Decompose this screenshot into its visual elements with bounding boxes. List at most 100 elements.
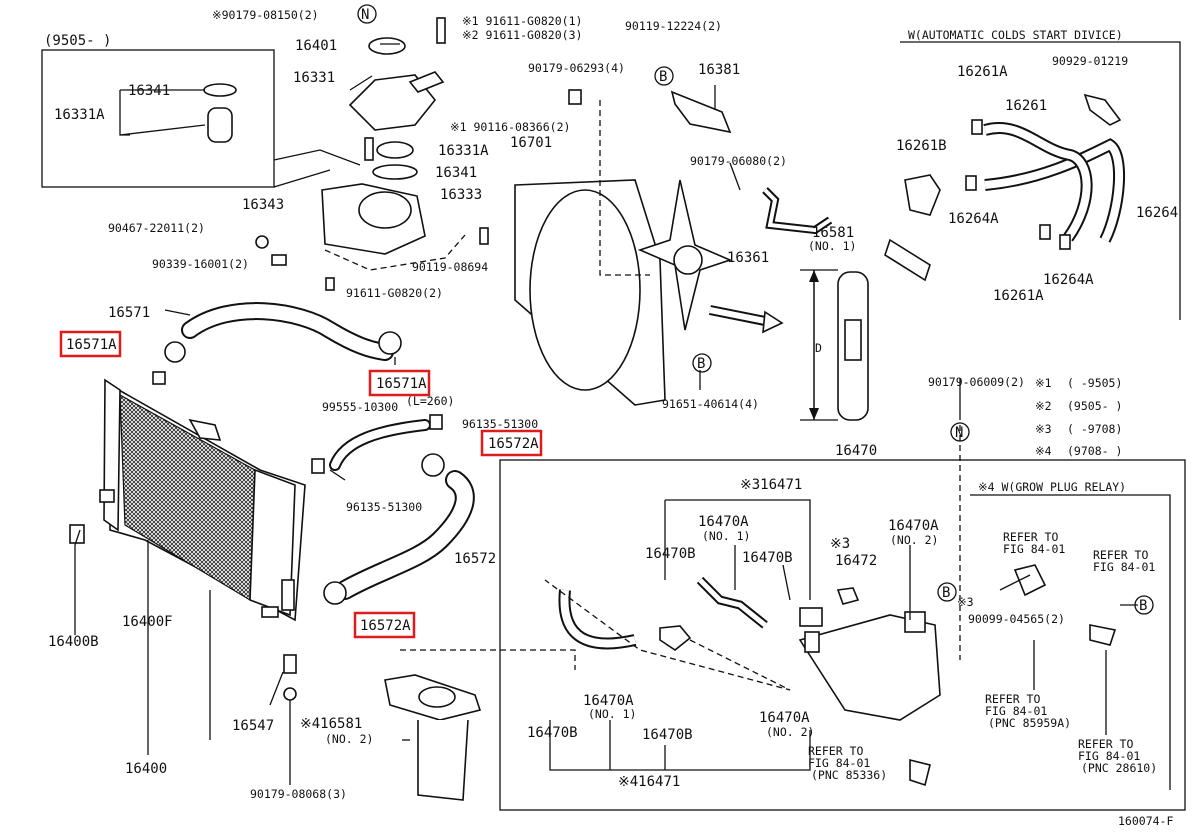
date-range-header: (9505- ) bbox=[44, 33, 111, 49]
label-90179-06293: 90179-06293(4) bbox=[528, 61, 625, 75]
note-2-mark: ※2 bbox=[1035, 399, 1052, 413]
label-16470B-low: 16470B bbox=[527, 725, 578, 741]
note-1-mark: ※1 bbox=[1035, 376, 1052, 390]
label-90179-08068: 90179-08068(3) bbox=[250, 787, 347, 801]
label-16400: 16400 bbox=[125, 761, 167, 777]
label-91611-g0820-3: ※2 91611-G0820(3) bbox=[462, 28, 582, 42]
refer-d-1: REFER TO bbox=[1078, 737, 1133, 751]
ref-b-tank: B bbox=[942, 585, 950, 601]
refer-a-1: REFER TO bbox=[1003, 530, 1058, 544]
refer-b-1: REFER TO bbox=[1093, 548, 1148, 562]
label-dimension-d: D bbox=[815, 341, 822, 355]
bypass-hose bbox=[311, 414, 443, 474]
note-1-text: ( -9505) bbox=[1067, 376, 1122, 390]
highlight-16572A-bottom bbox=[353, 611, 416, 639]
highlight-boxes bbox=[59, 330, 543, 639]
label-16264A-left: 16264A bbox=[948, 211, 999, 227]
label-316471: ※316471 bbox=[740, 477, 802, 493]
label-416581-no: (NO. 2) bbox=[325, 732, 373, 746]
label-16470A-low2-sub: (NO. 2) bbox=[766, 725, 814, 739]
label-16331: 16331 bbox=[293, 70, 335, 86]
label-16470B-mid: 16470B bbox=[742, 550, 793, 566]
highlight-16571A-left bbox=[59, 330, 122, 358]
label-l260: (L=260) bbox=[406, 394, 454, 408]
ref-n-top: N bbox=[361, 7, 369, 23]
water-outlet bbox=[203, 17, 489, 291]
label-90099-04565: 90099-04565(2) bbox=[968, 612, 1065, 626]
label-16472: 16472 bbox=[835, 553, 877, 569]
circle-refs: N B B N B B bbox=[357, 4, 1154, 615]
refer-a-2: FIG 84-01 bbox=[1003, 542, 1065, 556]
label-16581: 16581 bbox=[812, 225, 854, 241]
note-4-text: (9708- ) bbox=[1067, 444, 1122, 458]
label-16261A-top: 16261A bbox=[957, 64, 1008, 80]
label-91611-g0820-2: 91611-G0820(2) bbox=[346, 286, 443, 300]
frame-boxes bbox=[41, 41, 1186, 811]
label-16381: 16381 bbox=[698, 62, 740, 78]
label-91611-g0820-1: ※1 91611-G0820(1) bbox=[462, 14, 582, 28]
label-16343: 16343 bbox=[242, 197, 284, 213]
label-96135-51300-bottom: 96135-51300 bbox=[346, 500, 422, 514]
refer-d-2: FIG 84-01 bbox=[1078, 749, 1140, 763]
label-16361: 16361 bbox=[727, 250, 769, 266]
sub-tank bbox=[384, 674, 482, 801]
label-16470A-no2-sub: (NO. 2) bbox=[890, 533, 938, 547]
label-16331A: 16331A bbox=[438, 143, 489, 159]
label-90119-12224: 90119-12224(2) bbox=[625, 19, 722, 33]
label-90929-01219: 90929-01219 bbox=[1052, 54, 1128, 68]
refer-e-1: REFER TO bbox=[808, 744, 863, 758]
label-90179-06009: 90179-06009(2) bbox=[928, 375, 1025, 389]
label-16400F: 16400F bbox=[122, 614, 173, 630]
label-16701: 16701 bbox=[510, 135, 552, 151]
label-16261B: 16261B bbox=[896, 138, 947, 154]
refer-b-2: FIG 84-01 bbox=[1093, 560, 1155, 574]
label-90179-06080: 90179-06080(2) bbox=[690, 154, 787, 168]
refer-c-1: REFER TO bbox=[985, 692, 1040, 706]
label-99555-10300: 99555-10300 bbox=[322, 400, 398, 414]
cold-start-header: W(AUTOMATIC COLDS START DIVICE) bbox=[908, 28, 1123, 42]
label-16470: 16470 bbox=[835, 443, 877, 459]
label-90339-16001: 90339-16001(2) bbox=[152, 257, 249, 271]
label-416581: ※416581 bbox=[300, 716, 362, 732]
ref-b-top: B bbox=[659, 69, 667, 85]
fan-shroud bbox=[514, 89, 784, 406]
label-16470B-left: 16470B bbox=[645, 546, 696, 562]
label-16571A-right: 16571A bbox=[376, 376, 427, 392]
highlight-16571A-right bbox=[368, 369, 431, 397]
highlight-16572A-top bbox=[480, 429, 543, 457]
figure-number: 160074-F bbox=[1118, 814, 1173, 828]
lower-hose bbox=[323, 453, 475, 605]
refer-e-3: (PNC 85336) bbox=[811, 768, 887, 782]
upper-hose bbox=[164, 302, 402, 363]
label-16572A-top: 16572A bbox=[488, 436, 539, 452]
label-16470A-low2: 16470A bbox=[759, 710, 810, 726]
label-91651-40614: 91651-40614(4) bbox=[662, 397, 759, 411]
refer-c-3: (PNC 85959A) bbox=[988, 716, 1071, 730]
ref-b-fan: B bbox=[697, 356, 705, 372]
drain-parts bbox=[69, 524, 297, 701]
label-16547: 16547 bbox=[232, 718, 274, 734]
label-16572A-bottom: 16572A bbox=[360, 618, 411, 634]
label-16572: 16572 bbox=[454, 551, 496, 567]
label-16470A-no1: 16470A bbox=[698, 514, 749, 530]
label-16333: 16333 bbox=[440, 187, 482, 203]
refer-d-3: (PNC 28610) bbox=[1081, 761, 1157, 775]
label-16264: 16264 bbox=[1136, 205, 1178, 221]
label-16261A-bottom: 16261A bbox=[993, 288, 1044, 304]
reservoir-tank bbox=[400, 564, 1117, 787]
label-16341: 16341 bbox=[435, 165, 477, 181]
grow-plug-header: ※4 W(GROW PLUG RELAY) bbox=[978, 480, 1126, 494]
label-16470A-low1: 16470A bbox=[583, 693, 634, 709]
label-16581-no: (NO. 1) bbox=[808, 239, 856, 253]
label-16261: 16261 bbox=[1005, 98, 1047, 114]
label-16331A-box: 16331A bbox=[54, 107, 105, 123]
cold-start-hoses bbox=[762, 93, 1125, 282]
label-90116-08366: ※1 90116-08366(2) bbox=[450, 120, 570, 134]
label-96135-51300-top: 96135-51300 bbox=[462, 417, 538, 431]
note-3-text: ( -9708) bbox=[1067, 422, 1122, 436]
label-16264A-right: 16264A bbox=[1043, 272, 1094, 288]
radiator bbox=[99, 371, 306, 622]
part-labels: ※90179-08150(2) ※1 91611-G0820(1) ※2 916… bbox=[48, 8, 1178, 828]
